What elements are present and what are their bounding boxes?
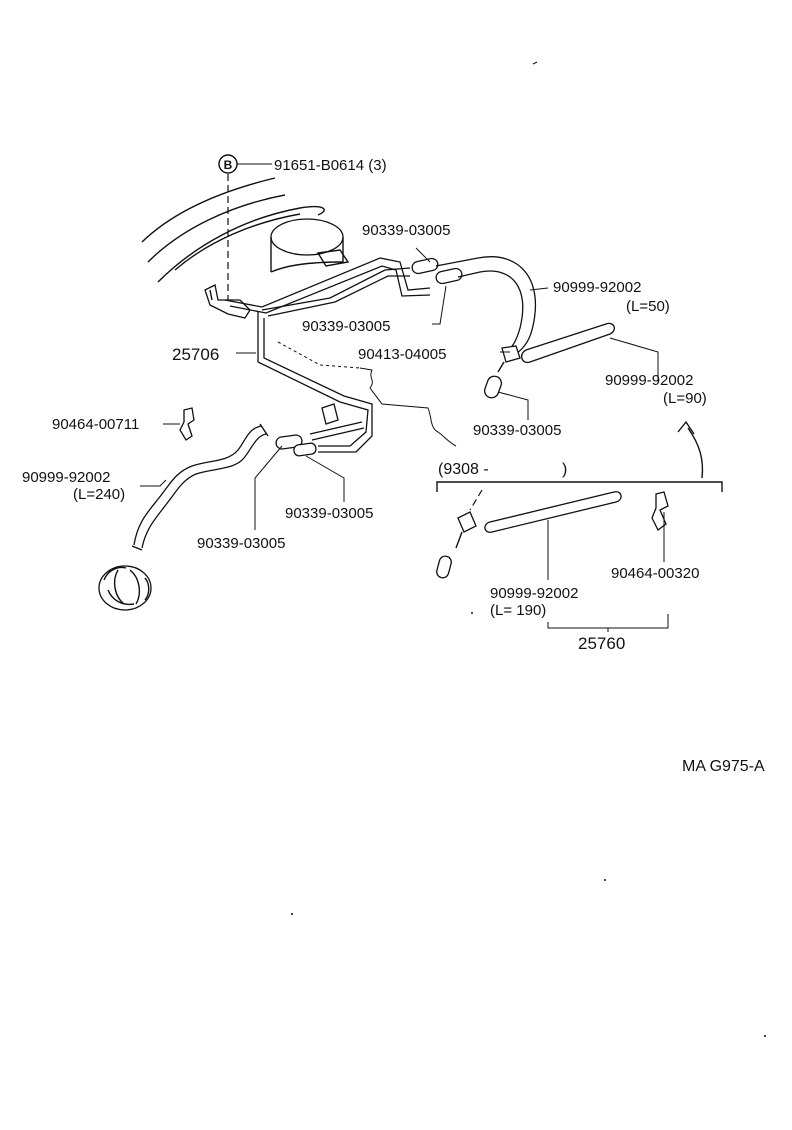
label-90999-92002-l240: 90999-92002 [22,469,110,486]
part-labels: 90339-03005 90999-92002 (L=50) 90339-030… [22,222,765,775]
break-line [277,341,457,447]
label-90339-03005-bottom: 90339-03005 [197,535,285,552]
hose-l240 [131,423,269,551]
label-90339-03005-right: 90339-03005 [473,422,561,439]
date-range-bracket [436,481,723,492]
label-90413-04005: 90413-04005 [358,346,446,363]
up-arrow [677,420,704,479]
label-90339-03005-top: 90339-03005 [362,222,450,239]
leader-lines [140,247,669,632]
canister [270,218,350,273]
label-l50: (L=50) [626,298,670,315]
callout-b-part: 91651-B0614 (3) [274,157,387,174]
label-date-start: (9308 - [438,461,489,478]
label-90999-92002-l50: 90999-92002 [553,279,641,296]
label-date-end: ) [562,461,567,478]
label-90999-92002-l90: 90999-92002 [605,372,693,389]
clip-00711 [179,407,195,441]
callout-b-letter: B [224,158,233,172]
label-90339-03005-low: 90339-03005 [285,505,373,522]
label-25760: 25760 [578,634,625,653]
label-l240: (L=240) [73,486,125,503]
top-fittings [411,256,537,357]
lower-fittings [275,434,317,457]
lower-assembly [436,489,669,579]
filter-cap [98,565,152,611]
label-l90: (L=90) [663,390,707,407]
tank-outline [141,177,325,283]
three-way-connector [483,345,521,399]
scan-specks [291,61,766,1037]
label-l190: (L= 190) [490,602,546,619]
hose-l90 [520,322,615,364]
label-25706: 25706 [172,345,219,364]
figure-code: MA G975-A [682,758,765,775]
callout-b: B 91651-B0614 (3) [218,154,387,300]
label-90464-00320: 90464-00320 [611,565,699,582]
pipe-bundle [224,257,431,453]
label-90999-92002-l190: 90999-92002 [490,585,578,602]
label-90339-03005-mid: 90339-03005 [302,318,390,335]
label-90464-00711: 90464-00711 [52,416,139,433]
